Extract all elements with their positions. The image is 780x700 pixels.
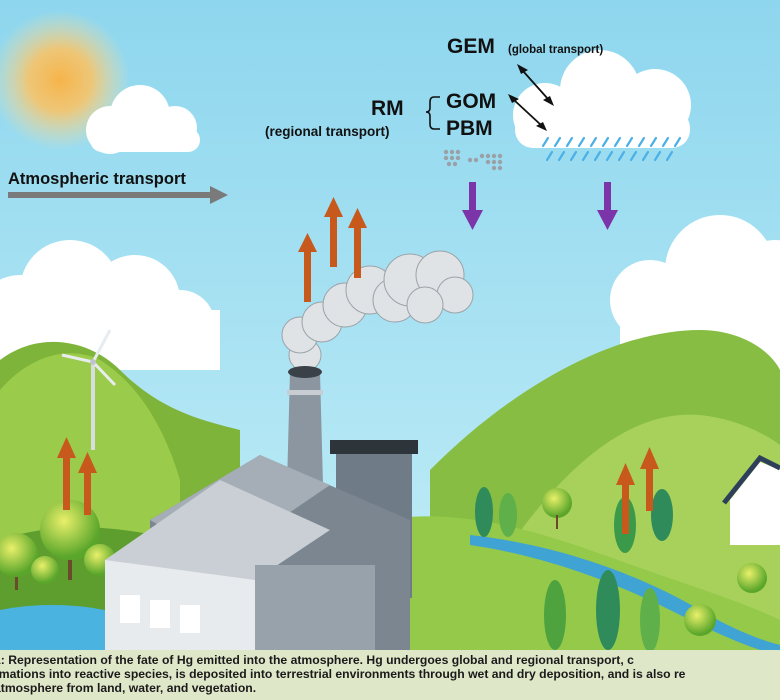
wind-turbine bbox=[61, 329, 117, 450]
rm-brace bbox=[425, 96, 440, 130]
factory bbox=[105, 366, 418, 650]
atmospheric-transport-arrow bbox=[8, 186, 228, 204]
emission-arrow bbox=[324, 197, 343, 267]
gem-transport-note: (global transport) bbox=[508, 44, 603, 56]
emission-arrow bbox=[298, 233, 317, 302]
cloud-left bbox=[86, 85, 200, 154]
atmospheric-transport-label: Atmospheric transport bbox=[8, 170, 186, 188]
pbm-label: PBM bbox=[446, 117, 493, 140]
mercury-cycle-illustration: GEM (global transport) RM (regional tran… bbox=[0, 0, 780, 650]
smoke-plume bbox=[281, 250, 474, 372]
emission-arrow bbox=[616, 463, 635, 534]
caption-line-2: rmations into reactive species, is depos… bbox=[0, 667, 686, 681]
gem-label: GEM bbox=[447, 35, 495, 58]
figure-caption: 1: Representation of the fate of Hg emit… bbox=[0, 650, 780, 700]
rm-transport-note: (regional transport) bbox=[265, 124, 390, 139]
caption-line-1: 1: Representation of the fate of Hg emit… bbox=[0, 653, 634, 667]
exchange-arrows bbox=[508, 64, 554, 131]
emission-arrow bbox=[348, 208, 367, 278]
rm-label: RM bbox=[371, 97, 404, 120]
gom-label: GOM bbox=[446, 90, 496, 113]
deposition-arrows bbox=[462, 182, 618, 230]
caption-line-3: atmosphere from land, water, and vegetat… bbox=[0, 681, 257, 695]
cloud-bank-left bbox=[0, 240, 220, 370]
emission-arrow bbox=[640, 447, 659, 511]
trees-right bbox=[475, 487, 767, 650]
emission-arrow bbox=[78, 452, 97, 515]
emission-arrows bbox=[57, 197, 659, 534]
meadow bbox=[380, 516, 780, 650]
particulate-dots bbox=[443, 149, 503, 171]
deposition-arrow bbox=[462, 182, 483, 230]
house bbox=[722, 454, 780, 545]
rain-drops bbox=[541, 136, 682, 162]
emission-arrow bbox=[57, 437, 76, 510]
deposition-arrow bbox=[597, 182, 618, 230]
